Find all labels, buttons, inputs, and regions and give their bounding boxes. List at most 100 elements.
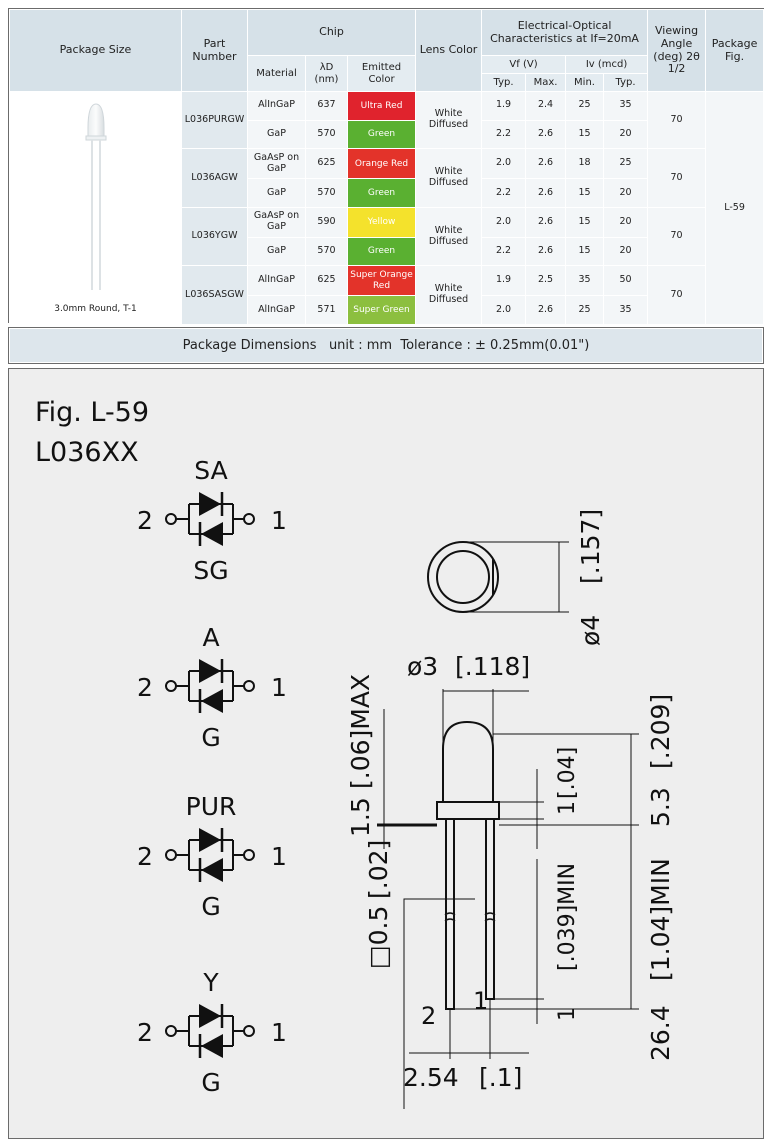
- vf-max: 2.4: [525, 91, 567, 121]
- dim-039-min: [.039]MIN: [555, 863, 580, 971]
- vf-typ: 2.2: [481, 236, 527, 267]
- header-iv-typ: Typ.: [603, 73, 649, 92]
- pin-2-terminal: [165, 680, 177, 692]
- emitted-color-badge: Super Green: [346, 295, 417, 325]
- pin-1-label: 1: [271, 1018, 287, 1047]
- emitted-color-badge: Green: [346, 178, 417, 208]
- pin-1-terminal: [243, 513, 255, 525]
- part-number: L036PURGW: [181, 90, 248, 150]
- emitted-color-badge: Orange Red: [346, 148, 417, 180]
- dim-phi4: ø4: [576, 615, 605, 646]
- pin-1-terminal: [243, 849, 255, 861]
- pin-2-label: 2: [137, 673, 153, 702]
- chip-material: GaP: [247, 236, 306, 267]
- chip-material: AlInGaP: [247, 265, 306, 297]
- top-view-outer: [427, 541, 499, 613]
- dim-leader: [403, 898, 475, 1109]
- package-dimensions-bar: Package Dimensions unit : mm Tolerance :…: [9, 328, 763, 363]
- header-part-number: Part Number: [181, 9, 248, 92]
- dim-04: [.04]: [555, 747, 580, 799]
- iv-typ: 20: [603, 119, 649, 150]
- lens-color: White Diffused: [415, 265, 483, 325]
- diode-arrow-bottom: [201, 689, 223, 713]
- dim-1b: 1: [555, 1007, 580, 1021]
- symbol-top-label: SA: [194, 456, 227, 485]
- vf-typ: 1.9: [481, 265, 527, 297]
- spec-table: Package Size Part Number Chip Lens Color…: [9, 9, 765, 325]
- lens-color: White Diffused: [415, 90, 483, 150]
- diode-arrow-bottom: [201, 1034, 223, 1058]
- vf-typ: 2.2: [481, 178, 527, 208]
- part-number: L036AGW: [181, 148, 248, 208]
- header-emitted-color: Emitted Color: [346, 55, 417, 92]
- vf-typ: 1.9: [481, 91, 527, 121]
- dim-02: [.02]: [364, 840, 393, 899]
- chip-material: GaP: [247, 119, 306, 150]
- header-package-size: Package Size: [9, 9, 182, 92]
- symbol-bottom-label: SG: [193, 556, 228, 585]
- vf-typ: 2.0: [481, 148, 527, 180]
- header-package-fig: Package Fig.: [705, 9, 765, 92]
- package-dimensions-frame: Package Dimensions unit : mm Tolerance :…: [8, 327, 764, 364]
- vf-max: 2.6: [525, 178, 567, 208]
- symbol-top-label: Y: [202, 968, 219, 997]
- chip-wavelength: 590: [305, 206, 348, 238]
- iv-min: 25: [565, 91, 605, 121]
- iv-typ: 20: [603, 178, 649, 208]
- emitted-color-badge: Green: [346, 119, 417, 150]
- iv-min: 15: [565, 236, 605, 267]
- header-iv-min: Min.: [565, 73, 605, 92]
- header-eo: Electrical-Optical Characteristics at If…: [481, 9, 649, 56]
- led-package-image: [85, 103, 107, 290]
- viewing-angle: 70: [647, 148, 707, 208]
- package-dimensions-label: Package Dimensions: [182, 338, 317, 353]
- pin-1-terminal: [243, 680, 255, 692]
- diode-arrow-top: [199, 659, 221, 683]
- vf-max: 2.6: [525, 206, 567, 238]
- symbol-bottom-label: G: [201, 892, 220, 921]
- header-viewing-angle: Viewing Angle (deg) 2θ 1/2: [647, 9, 707, 92]
- symbol-top-label: PUR: [186, 792, 237, 821]
- package-image-cell: 3.0mm Round, T-1: [9, 91, 182, 325]
- iv-typ: 20: [603, 206, 649, 238]
- dim-118: [.118]: [455, 652, 530, 681]
- chip-material: GaAsP on GaP: [247, 206, 306, 238]
- led-lens: [442, 720, 494, 802]
- vf-max: 2.6: [525, 148, 567, 180]
- vf-max: 2.5: [525, 265, 567, 297]
- pin-1-label: 1: [271, 673, 287, 702]
- lens-color: White Diffused: [415, 148, 483, 208]
- lens-color: White Diffused: [415, 206, 483, 267]
- header-vf: Vf (V): [481, 55, 567, 74]
- symbol-bottom-label: G: [201, 1068, 220, 1097]
- chip-wavelength: 625: [305, 148, 348, 180]
- dim-06-max: [.06]MAX: [346, 674, 375, 789]
- pin-1-label: 1: [271, 842, 287, 871]
- dim-26-4: 26.4: [646, 1005, 675, 1061]
- vf-typ: 2.0: [481, 295, 527, 325]
- dim-209: [.209]: [646, 694, 675, 769]
- figure-subtitle: L036XX: [35, 437, 139, 468]
- header-material: Material: [247, 55, 306, 92]
- chip-wavelength: 570: [305, 178, 348, 208]
- part-number: L036YGW: [181, 206, 248, 267]
- iv-typ: 35: [603, 295, 649, 325]
- chip-wavelength: 571: [305, 295, 348, 325]
- chip-material: GaP: [247, 178, 306, 208]
- dim-phi3: ø3: [407, 652, 438, 681]
- led-flange: [436, 801, 500, 820]
- vf-max: 2.6: [525, 295, 567, 325]
- chip-wavelength: 637: [305, 91, 348, 121]
- header-lambda-symbol: λD: [319, 62, 334, 73]
- lead-break: [444, 912, 496, 922]
- header-iv: Iv (mcd): [565, 55, 649, 74]
